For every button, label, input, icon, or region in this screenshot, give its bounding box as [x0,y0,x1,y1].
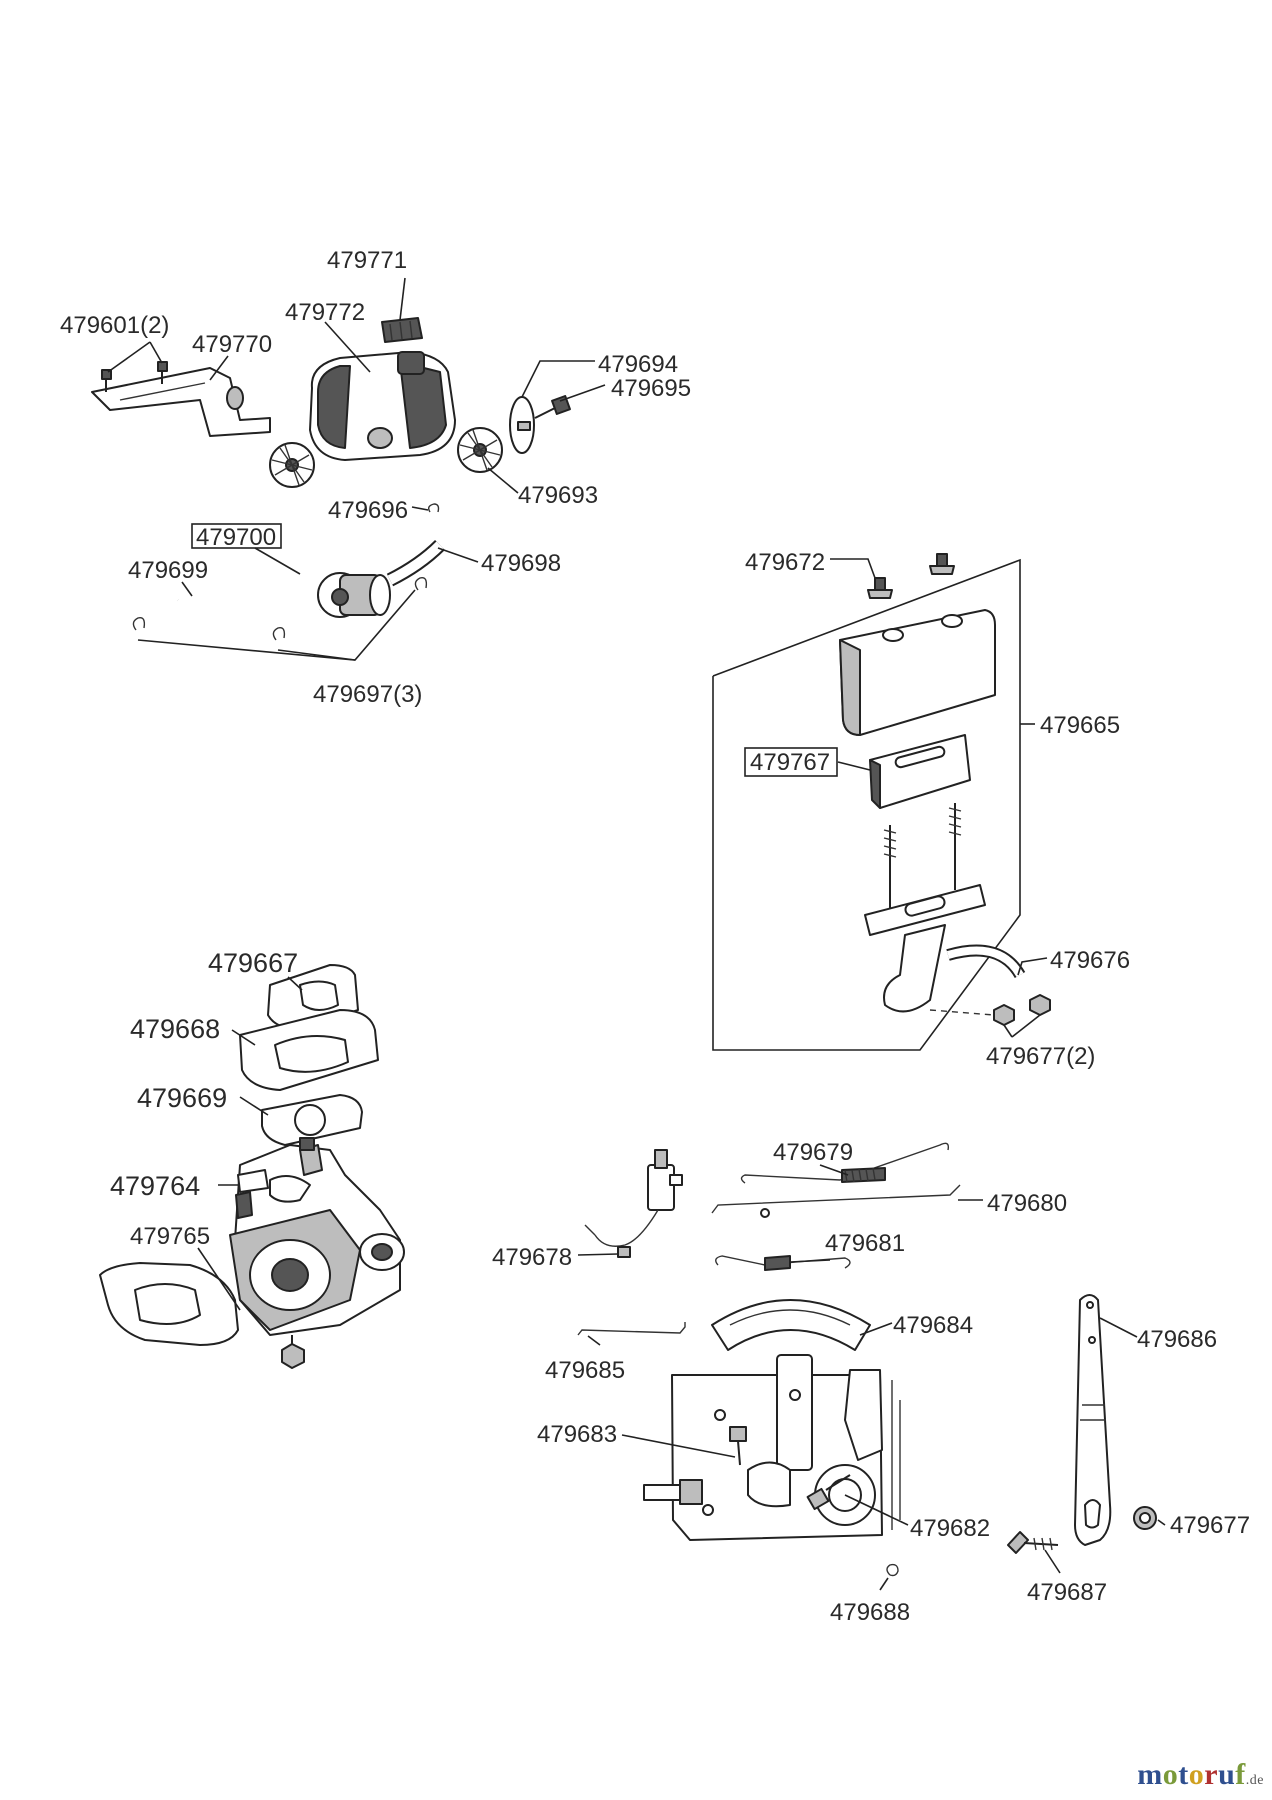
clip-479688 [886,1563,899,1577]
air-filter-box-outline [712,558,1021,1051]
air-filter-nut-b [1029,994,1051,1016]
nut-479677 [1133,1506,1157,1530]
fuel-line-clip-b [272,627,286,641]
label-479681: 479681 [825,1230,905,1257]
fuel-cap [381,317,423,343]
bracket-bolt-left [101,369,112,392]
air-filter-stud-left [883,825,897,910]
throttle-rod-479680 [711,1184,961,1218]
fuel-tank [309,351,456,461]
label-479669: 479669 [137,1083,227,1113]
air-filter-nut-a [993,1004,1015,1026]
label-479677: 479677 [1170,1512,1250,1539]
label-479667: 479667 [208,948,298,978]
label-479700: 479700 [196,524,276,551]
label-479693: 479693 [518,482,598,509]
fuel-filter [317,572,391,618]
throttle-arc-479684 [711,1299,871,1351]
label-479767: 479767 [750,749,830,776]
fuel-line-clip-a [132,617,146,631]
leader-lines [107,277,1166,1591]
label-479688: 479688 [830,1599,910,1626]
label-479772: 479772 [285,299,365,326]
label-479684: 479684 [893,1312,973,1339]
label-479672: 479672 [745,549,825,576]
label-479676: 479676 [1050,947,1130,974]
label-479686: 479686 [1137,1326,1217,1353]
spring-479681 [715,1255,851,1271]
label-479771: 479771 [327,247,407,274]
air-filter-stud-right [948,803,962,890]
label-479765: 479765 [130,1223,210,1250]
label-479665: 479665 [1040,712,1120,739]
label-479682: 479682 [910,1515,990,1542]
wing-nut-right [929,553,955,575]
label-box-479700 [191,523,282,549]
label-479678: 479678 [492,1244,572,1271]
air-filter-cover [839,609,996,736]
insulator-479668 [239,1009,379,1091]
governor-arm-479686 [1074,1294,1112,1546]
choke-rod-479685 [577,1322,686,1336]
choke-lever [235,1169,269,1219]
label-479695: 479695 [611,375,691,402]
motoruf-watermark-logo: motoruf.de [1137,1758,1264,1791]
fuel-tank-bracket [91,367,271,437]
stop-solenoid [584,1149,683,1258]
label-479683: 479683 [537,1421,617,1448]
air-filter-base [864,884,986,1013]
bracket-bolt-right [157,361,168,384]
label-box-479767 [744,747,838,777]
label-479680: 479680 [987,1190,1067,1217]
fuel-line-short [386,539,445,587]
tank-damper-right [457,427,503,473]
tank-damper-left [269,442,315,488]
fuel-line-long [177,595,324,627]
bolt-479683 [729,1426,747,1466]
fuel-line-clip-c [414,577,428,591]
tank-bolt [534,395,571,419]
tank-washer [509,396,535,454]
label-479668: 479668 [130,1014,220,1044]
label-479601: 479601(2) [60,312,169,339]
label-479694: 479694 [598,351,678,378]
label-479685: 479685 [545,1357,625,1384]
gasket-479669 [261,1094,363,1146]
label-479764: 479764 [110,1171,200,1201]
fuel-line-clip-d [427,503,440,513]
air-filter-element [869,734,971,809]
carb-gasket-479765 [99,1262,239,1346]
governor-spring-479679 [740,1142,950,1184]
label-479697: 479697(3) [313,681,422,708]
bolt-479682 [806,1474,851,1511]
bolt-479687 [1007,1531,1059,1554]
carburetor-body [229,1137,405,1369]
label-479699: 479699 [128,557,208,584]
label-479679: 479679 [773,1139,853,1166]
label-479677-2: 479677(2) [986,1043,1095,1070]
label-479698: 479698 [481,550,561,577]
label-479770: 479770 [192,331,272,358]
breather-tube [946,944,1026,979]
label-479696: 479696 [328,497,408,524]
wing-nut-left [867,577,893,599]
label-479687: 479687 [1027,1579,1107,1606]
